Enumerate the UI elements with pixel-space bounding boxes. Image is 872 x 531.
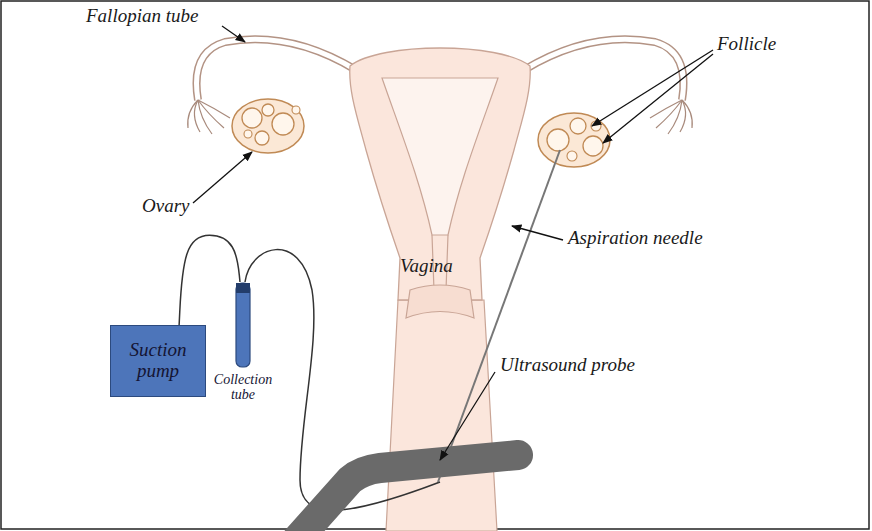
collection-tube-body — [235, 282, 251, 368]
uterine-cavity — [382, 78, 498, 235]
vagina-label: Vagina — [400, 256, 453, 277]
aspiration-needle — [438, 150, 560, 482]
vagina-shape — [386, 300, 497, 531]
uterus — [350, 48, 531, 300]
tube-label: Collection tube — [208, 372, 278, 403]
collection-tube: Collection tube — [208, 282, 278, 403]
left-ovary — [232, 99, 304, 153]
aspiration-needle-label: Aspiration needle — [568, 228, 703, 249]
suction-pump-box: Suction pump — [110, 325, 206, 397]
follicle-label: Follicle — [717, 34, 776, 55]
ultrasound-probe-label: Ultrasound probe — [500, 355, 650, 376]
pump-label: Suction pump — [119, 340, 197, 382]
ultrasound-probe — [292, 455, 518, 531]
leader-lines — [193, 26, 713, 460]
ovary-label: Ovary — [142, 196, 189, 217]
fallopian-tube-label: Fallopian tube — [86, 6, 198, 27]
tubing-connector — [179, 235, 240, 325]
cervix — [406, 285, 474, 318]
